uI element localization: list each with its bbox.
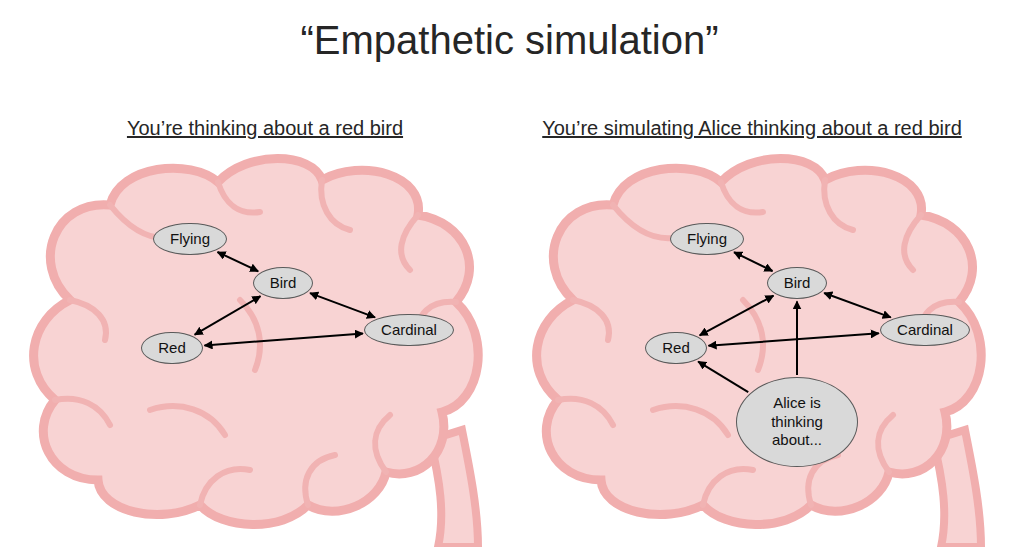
node-text-group: Cardinal: [381, 321, 437, 340]
concept-ellipse: Red: [141, 332, 203, 365]
association-arrow: [310, 293, 375, 317]
concept-ellipse: Cardinal: [364, 314, 454, 347]
association-arrow: [700, 296, 774, 336]
panel-heading: You’re simulating Alice thinking about a…: [542, 117, 962, 140]
node-text-group: Bird: [270, 274, 297, 293]
node-text-group: Red: [158, 339, 186, 358]
association-arrow: [204, 333, 362, 345]
association-arrow: [796, 301, 798, 375]
slide-title: “Empathetic simulation”: [0, 18, 1019, 63]
node-label: Bird: [270, 274, 297, 293]
association-arrow: [708, 333, 878, 345]
concept-ellipse: Flying: [153, 223, 227, 256]
association-arrow: [698, 362, 748, 393]
node-label: Red: [662, 339, 690, 358]
node-label: Bird: [784, 274, 811, 293]
node-label: Red: [158, 339, 186, 358]
concept-ellipse: Flying: [670, 223, 744, 256]
node-label: Alice is thinking about...: [756, 394, 838, 450]
node-text-group: Alice is thinking about...: [756, 394, 838, 450]
node-text-group: Flying: [170, 230, 210, 249]
concept-ellipse: Cardinal: [880, 314, 970, 347]
concept-ellipse: Red: [645, 332, 707, 365]
node-text-group: Bird: [784, 274, 811, 293]
node-label: Cardinal: [897, 321, 953, 340]
panel-heading: You’re thinking about a red bird: [127, 117, 403, 140]
association-arrow: [218, 252, 259, 271]
association-arrow: [824, 293, 891, 317]
node-label: Cardinal: [381, 321, 437, 340]
node-label: Flying: [687, 230, 727, 249]
node-text-group: Flying: [687, 230, 727, 249]
node-text-group: Red: [662, 339, 690, 358]
node-label: Flying: [170, 230, 210, 249]
association-arrow: [195, 296, 261, 335]
association-arrow: [734, 252, 772, 271]
concept-ellipse: Alice is thinking about...: [736, 377, 858, 467]
node-text-group: Cardinal: [897, 321, 953, 340]
